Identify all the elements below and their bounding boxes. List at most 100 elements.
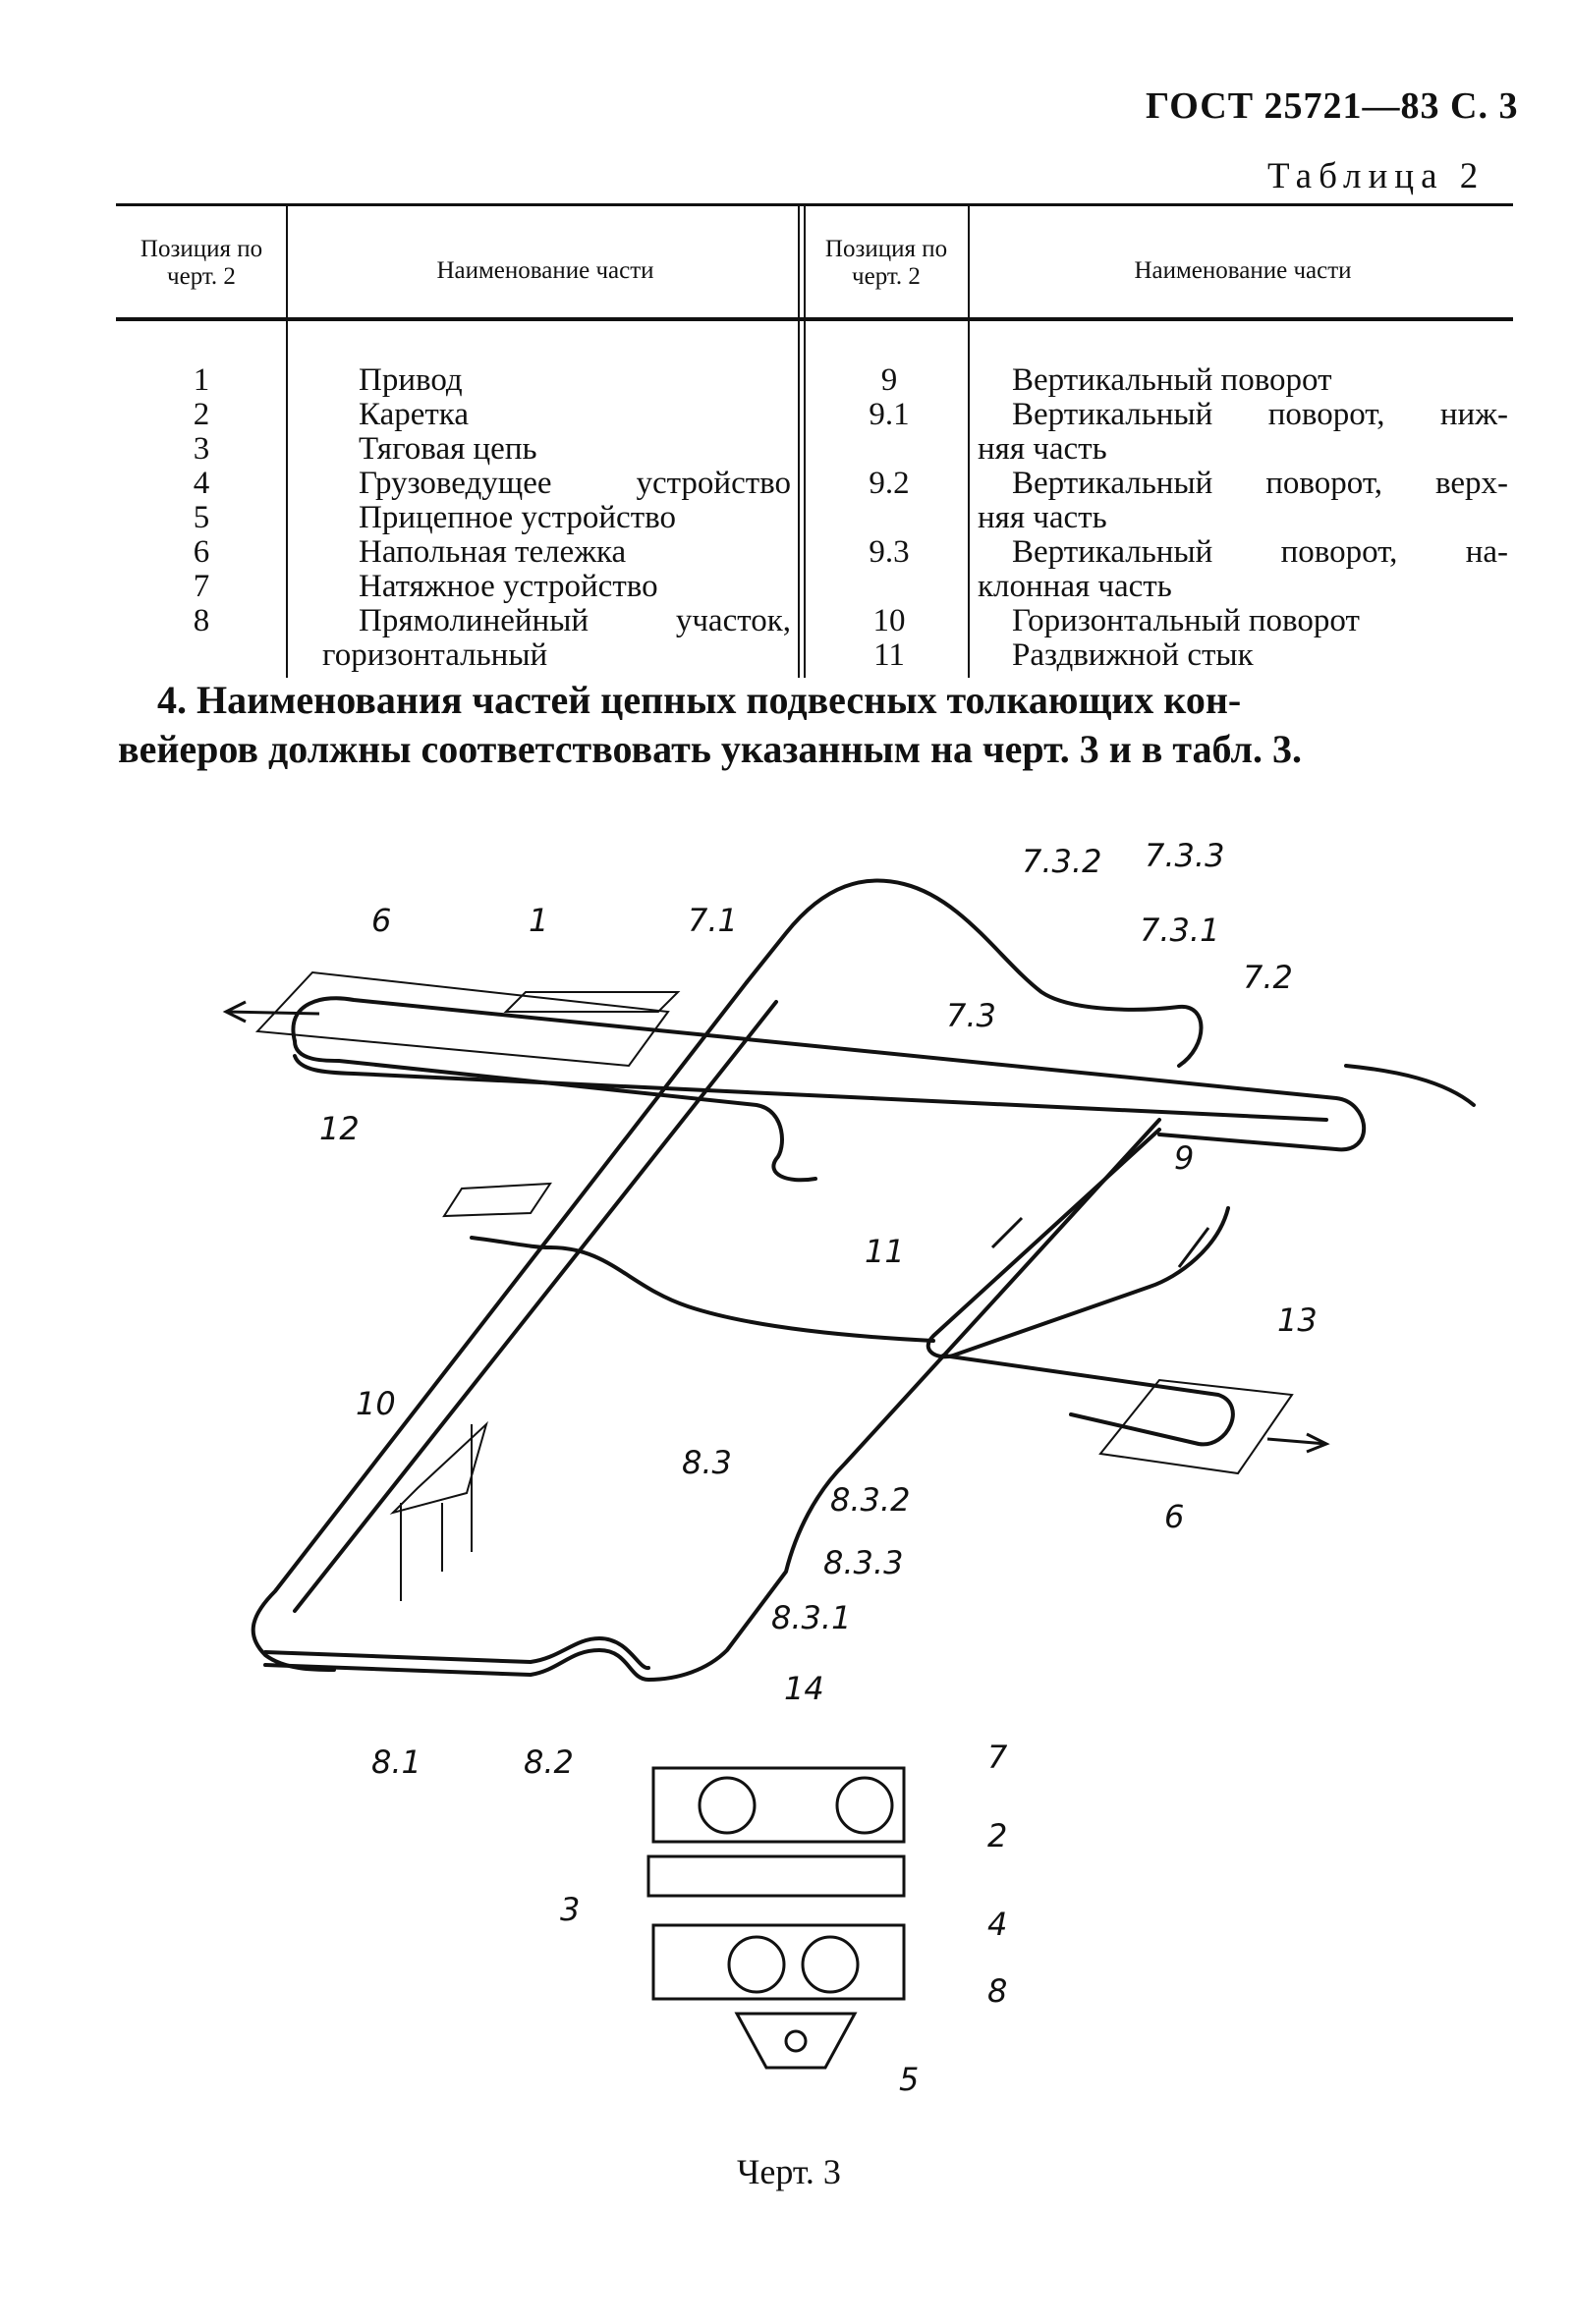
table-col-divider-2a [798,206,800,678]
track-bottom [263,1118,1161,1682]
right-name-9-2: Вертикальный поворот, верх- [1012,466,1508,501]
arrow-left-head [222,1000,247,1024]
label-12: 12 [319,1110,360,1147]
label-8-3-1: 8.3.1 [771,1599,852,1636]
right-pos-9: 9 [880,362,898,398]
hitch-pin [784,2029,808,2053]
small-platform [442,1182,552,1218]
label-8: 8 [987,1972,1008,2010]
right-name-9: Вертикальный поворот [1012,362,1332,398]
label-8-2: 8.2 [524,1743,574,1781]
label-8-3: 8.3 [682,1444,732,1481]
left-pos-6: 6 [193,534,210,570]
header-position-left: Позиция по черт. 2 [140,236,263,290]
track-left-loop [1344,1064,1476,1107]
label-13: 13 [1277,1301,1318,1339]
trolley-wheel-2 [801,1935,860,1994]
left-name-1: Привод [359,362,463,398]
page-header: ГОСТ 25721—83 С. 3 [1146,85,1519,127]
right-pos-11: 11 [873,637,905,673]
section-4-paragraph: 4. Наименования частей цепных подвесных … [118,676,1513,774]
header-name-left: Наименование части [436,257,654,284]
left-pos-5: 5 [193,500,210,535]
table-header-rule [116,317,1513,321]
figure-caption: Черт. 3 [737,2152,841,2191]
label-11: 11 [865,1233,905,1270]
track-bottom-inner [263,1636,650,1670]
track-curve-lower-2 [470,1236,552,1249]
track-curve-lower [548,1245,935,1343]
hitch-5 [734,2012,858,2070]
left-pos-8: 8 [193,603,210,638]
right-name-9-1-cont: няя часть [978,431,1107,467]
track-drive-zone [745,878,1204,1068]
label-7-3-3: 7.3.3 [1145,837,1225,874]
rail-8 [651,1923,906,2001]
paragraph-line-2: вейеров должны соответствовать указанным… [118,727,1302,771]
label-2: 2 [987,1817,1008,1854]
label-4: 4 [987,1906,1008,1943]
carriage-wheel-2 [835,1776,894,1835]
right-pos-9-1: 9.1 [869,397,910,432]
left-name-6: Напольная тележка [359,534,627,570]
left-pos-3: 3 [193,431,210,467]
table-col-divider-3 [968,206,970,678]
track-upper-loop-inner [293,1054,1328,1122]
label-1: 1 [529,902,549,939]
right-name-9-3: Вертикальный поворот, на- [1012,534,1508,570]
header-position-right: Позиция по черт. 2 [824,236,948,290]
left-pos-1: 1 [193,362,210,398]
track-right-middle [926,1128,1230,1359]
label-7-1: 7.1 [688,902,738,939]
label-7-3: 7.3 [946,997,996,1034]
arrow-up-2 [1177,1227,1210,1268]
turn-platform [389,1420,488,1515]
left-name-5: Прицепное устройство [359,500,676,535]
label-5: 5 [899,2061,920,2098]
label-14: 14 [784,1670,824,1707]
right-pos-9-3: 9.3 [869,534,910,570]
right-platform [1098,1378,1294,1475]
left-name-8: Прямолинейный участок, [359,603,791,638]
carriage-wheel-1 [698,1776,757,1835]
label-7: 7 [987,1739,1008,1776]
track-lower-right [941,1354,1235,1447]
left-name-7: Натяжное устройство [359,569,658,604]
label-7-2: 7.2 [1243,959,1293,996]
paragraph-line-1: 4. Наименования частей цепных подвесных … [157,678,1242,722]
label-6-top: 6 [371,902,392,939]
chain-3 [646,1854,906,1898]
arrow-right [1266,1437,1327,1446]
label-8-3-2: 8.3.2 [830,1481,911,1519]
track-main-left-2 [293,1000,778,1613]
right-name-9-2-cont: няя часть [978,500,1107,535]
table-col-divider-2b [804,206,806,678]
label-6-bottom: 6 [1164,1498,1185,1535]
left-platform [254,970,670,1068]
label-8-3-3: 8.3.3 [823,1544,904,1581]
left-name-8-cont: горизонтальный [322,637,548,673]
left-name-4: Грузоведущее устройство [359,466,791,501]
rail-7 [651,1766,906,1844]
right-name-11: Раздвижной стык [1012,637,1254,673]
trolley-wheel-1 [727,1935,786,1994]
left-pos-4: 4 [193,466,210,501]
left-pos-2: 2 [193,397,210,432]
drive-platform [503,991,681,1013]
track-left-return [293,1039,817,1183]
right-name-10: Горизонтальный поворот [1012,603,1360,638]
table-top-rule [116,203,1513,206]
arrow-up-1 [990,1216,1024,1249]
label-8-1: 8.1 [371,1743,421,1781]
label-3: 3 [560,1891,581,1928]
right-name-9-1: Вертикальный поворот, ниж- [1012,397,1508,432]
header-name-right: Наименование части [1134,257,1352,284]
left-name-2: Каретка [359,397,469,432]
left-pos-7: 7 [193,569,210,604]
label-10: 10 [356,1385,396,1422]
table-caption: Таблица 2 [1267,156,1486,196]
label-7-3-2: 7.3.2 [1022,843,1102,880]
label-9: 9 [1174,1139,1195,1177]
arrow-right-head [1306,1432,1330,1454]
